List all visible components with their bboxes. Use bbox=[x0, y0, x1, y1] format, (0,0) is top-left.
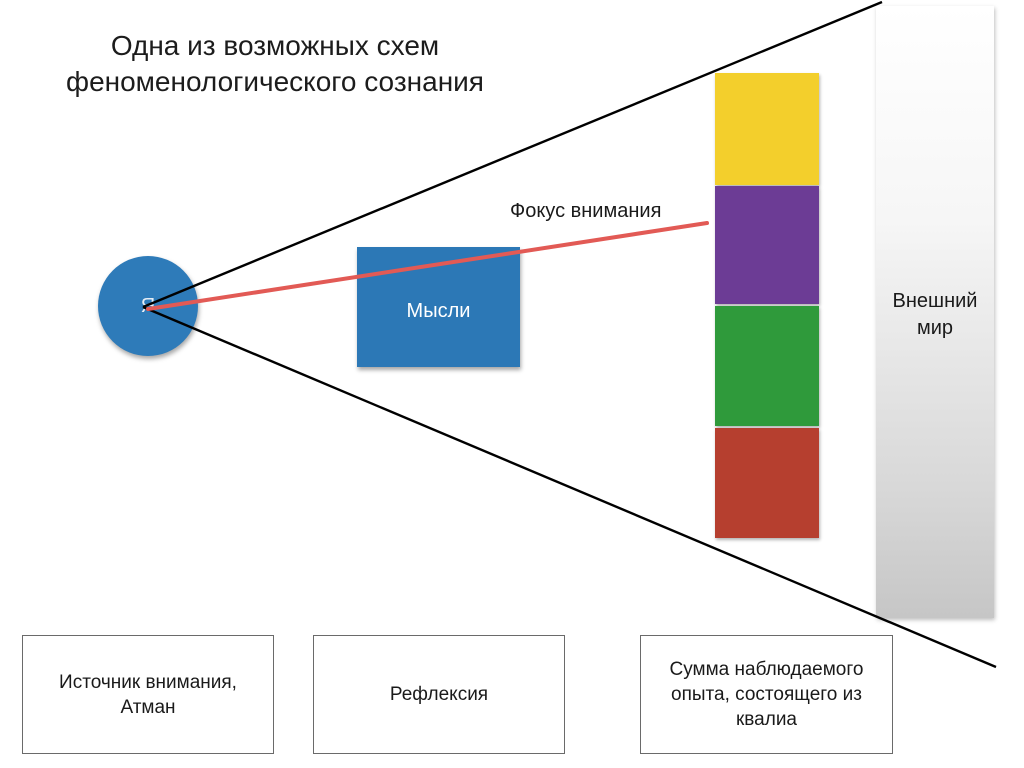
reflection-line-1: Рефлексия bbox=[389, 684, 489, 705]
external-world-label-line-1: Внешний bbox=[892, 290, 978, 312]
title-line-2: феноменологического сознания bbox=[66, 66, 484, 97]
qualia-block-red bbox=[715, 428, 819, 538]
attention-focus-line bbox=[146, 221, 709, 311]
thoughts-box: Мысли bbox=[357, 247, 520, 367]
external-world-bar: Внешний мир bbox=[876, 6, 994, 618]
qualia-sum-box: Сумма наблюдаемого опыта, состоящего из … bbox=[640, 635, 893, 754]
qualia-block-green bbox=[715, 306, 819, 426]
reflection-box: Рефлексия bbox=[313, 635, 565, 754]
qualia-block-yellow bbox=[715, 73, 819, 185]
title-line-1: Одна из возможных схем bbox=[110, 30, 440, 61]
attention-source-line-2: Атман bbox=[120, 696, 176, 718]
qualia-sum-line-2: опыта, состоящего из bbox=[671, 684, 862, 705]
qualia-sum-line-3: квалиа bbox=[735, 709, 797, 730]
qualia-sum-line-1: Сумма наблюдаемого bbox=[669, 659, 864, 680]
external-world-label-line-2: мир bbox=[916, 317, 954, 339]
qualia-block-purple bbox=[715, 186, 819, 304]
diagram-title: Одна из возможных схем феноменологическо… bbox=[20, 28, 530, 100]
attention-focus-label: Фокус внимания bbox=[510, 200, 662, 222]
attention-source-box: Источник внимания, Атман bbox=[22, 635, 274, 754]
cone-upper-edge bbox=[142, 0, 883, 309]
cone-lower-edge bbox=[142, 305, 997, 669]
thoughts-label: Мысли bbox=[406, 300, 471, 322]
attention-source-line-1: Источник внимания, bbox=[59, 671, 237, 693]
external-world-label: Внешний мир bbox=[876, 288, 994, 342]
